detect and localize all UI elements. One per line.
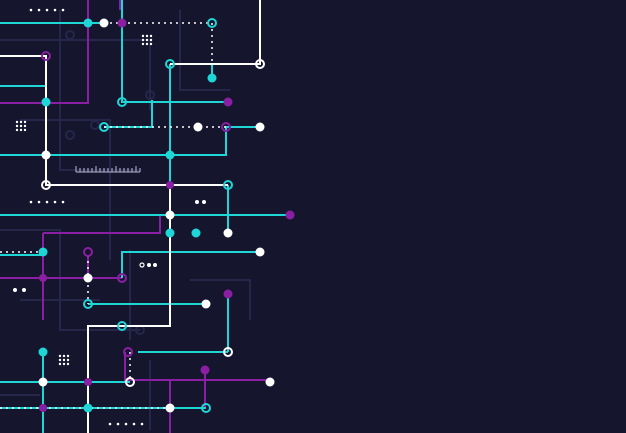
- node-purple: [166, 181, 174, 189]
- dot-rows: [13, 8, 206, 426]
- node-cyan: [165, 150, 175, 160]
- faint-traces: [0, 10, 251, 430]
- node-purple: [39, 404, 47, 412]
- node-ring-white: [41, 180, 51, 190]
- node-ring-cyan: [99, 122, 109, 132]
- node-white: [255, 122, 265, 132]
- node-white: [193, 122, 203, 132]
- node-cyan: [165, 228, 175, 238]
- node-ring-white: [223, 347, 233, 357]
- node-purple: [223, 97, 233, 107]
- node-purple: [223, 289, 233, 299]
- node-ring-cyan: [117, 97, 127, 107]
- node-ring-cyan: [117, 321, 127, 331]
- node-purple: [200, 365, 210, 375]
- node-cyan: [41, 97, 51, 107]
- node-ring-cyan: [165, 59, 175, 69]
- node-ring-purple: [123, 347, 133, 357]
- node-cyan: [38, 247, 48, 257]
- node-white: [255, 247, 265, 257]
- node-purple: [84, 378, 92, 386]
- node-cyan: [83, 403, 93, 413]
- node-cyan: [83, 18, 93, 28]
- ring-triplet: [139, 262, 157, 268]
- node-cyan: [38, 347, 48, 357]
- dot-grids: [15, 34, 153, 366]
- node-white: [265, 377, 275, 387]
- node-white: [83, 273, 93, 283]
- node-purple: [39, 274, 47, 282]
- node-purple: [285, 210, 295, 220]
- node-purple: [117, 18, 127, 28]
- node-ring-cyan: [207, 18, 217, 28]
- node-ring-white: [125, 377, 135, 387]
- node-white: [41, 150, 51, 160]
- node-ring-purple: [83, 247, 93, 257]
- node-ring-purple: [41, 51, 51, 61]
- node-white: [38, 377, 48, 387]
- node-ring-cyan: [83, 299, 93, 309]
- node-dots: [38, 18, 295, 413]
- node-white: [201, 299, 211, 309]
- node-ring-purple: [117, 273, 127, 283]
- node-ring-cyan: [201, 403, 211, 413]
- node-ring-cyan: [223, 180, 233, 190]
- node-ring-purple: [221, 122, 231, 132]
- node-white: [165, 210, 175, 220]
- node-white: [165, 403, 175, 413]
- node-ring-white: [255, 59, 265, 69]
- ruler-marks: [75, 166, 141, 173]
- node-cyan: [191, 228, 201, 238]
- node-white: [223, 228, 233, 238]
- node-white: [99, 18, 109, 28]
- node-cyan: [207, 73, 217, 83]
